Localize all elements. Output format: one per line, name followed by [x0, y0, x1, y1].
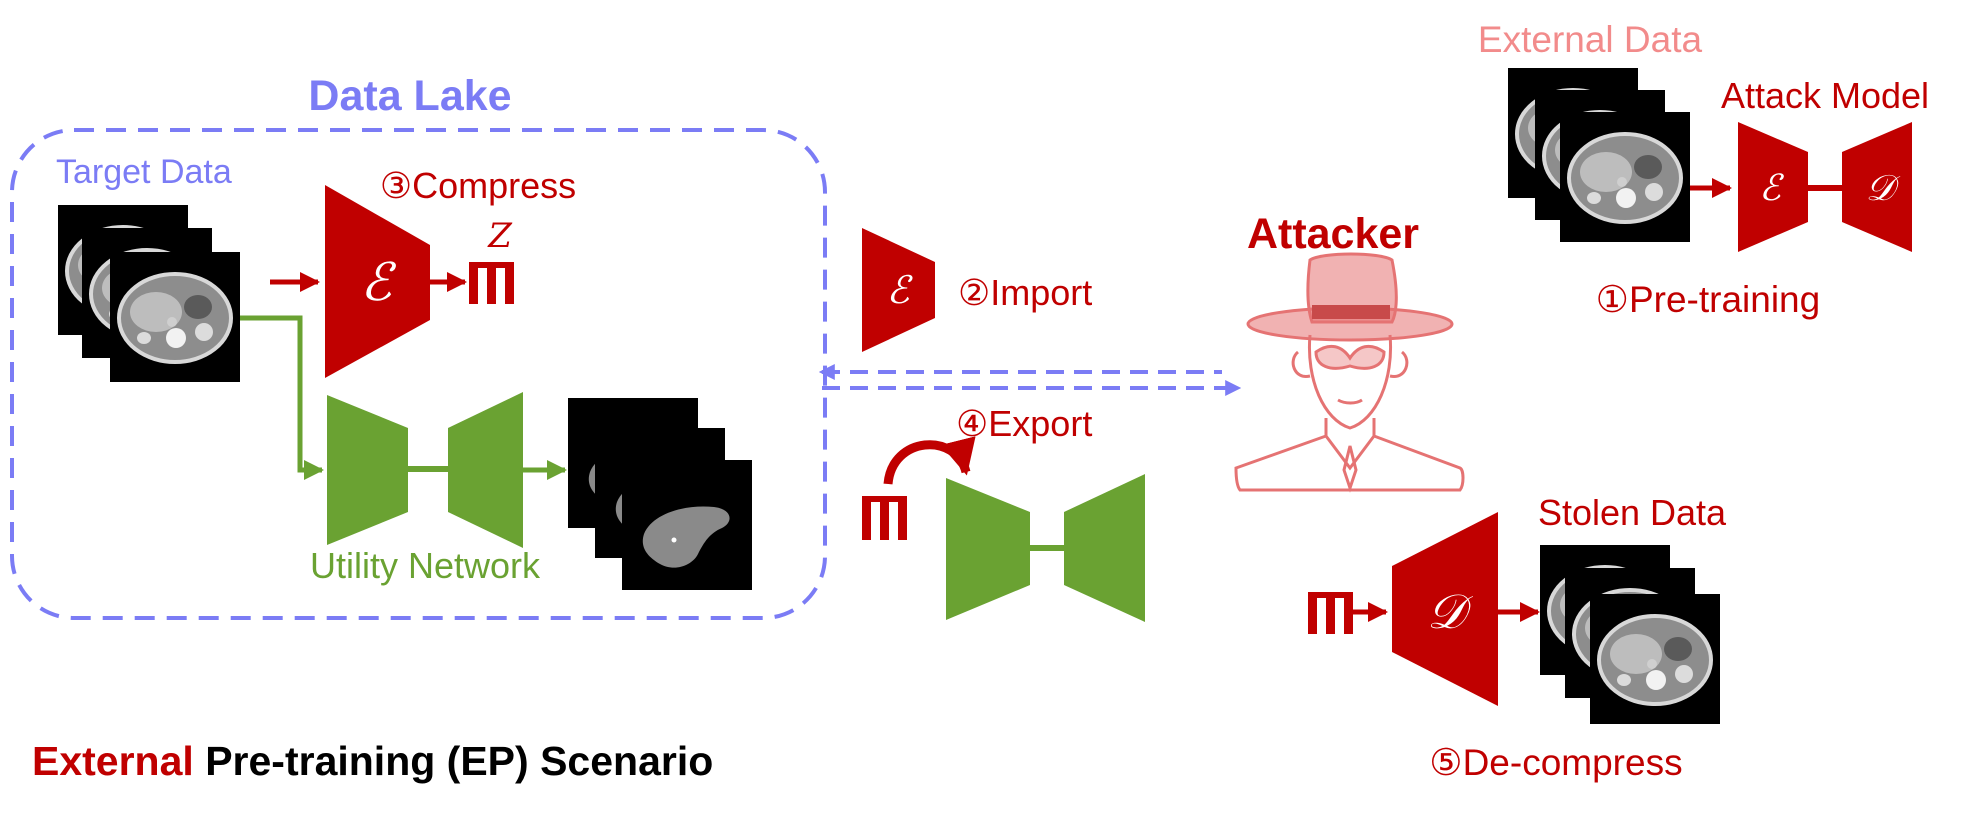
segmentation-output-stack [568, 398, 752, 590]
import-encoder-symbol: ℰ [886, 268, 913, 312]
utility-network-label: Utility Network [310, 545, 541, 586]
stolen-data-stack [1538, 543, 1722, 726]
import-label: ②Import [958, 272, 1092, 313]
external-data-label: External Data [1478, 19, 1703, 60]
compress-encoder-block [325, 185, 430, 378]
ct-scan-slice-icon [108, 250, 242, 384]
target-data-label: Target Data [56, 153, 232, 191]
external-data-stack [1506, 66, 1692, 244]
scenario-title-red: External [32, 738, 194, 784]
liver-mask-icon [622, 460, 752, 590]
export-utility-network-block [946, 474, 1145, 622]
decompress-decoder-block [1392, 512, 1498, 706]
decompress-latent-bars [1308, 592, 1353, 634]
attack-model-block [1738, 122, 1912, 252]
attacker-label: Attacker [1247, 210, 1419, 258]
export-curved-arrow [883, 436, 976, 485]
compress-label: ③Compress [380, 165, 576, 206]
decompress-label: ⑤De-compress [1429, 742, 1682, 783]
ct-scan-slice-icon [1558, 110, 1692, 244]
attack-model-encoder-symbol: ℰ [1759, 168, 1784, 209]
pretraining-label: ①Pre-training [1596, 279, 1820, 320]
latent-z-label: Z [487, 216, 513, 256]
scenario-title-black: Pre-training (EP) Scenario [194, 738, 713, 784]
encoder-symbol: ℰ [360, 253, 396, 313]
scenario-title: External Pre-training (EP) Scenario [32, 738, 713, 784]
ct-scan-slice-icon [1588, 592, 1722, 726]
target-data-stack [56, 203, 242, 384]
export-label: ④Export [956, 403, 1092, 444]
import-encoder-block [862, 228, 935, 352]
latent-code-bars [469, 262, 514, 304]
utility-network-block [327, 392, 523, 548]
export-latent-bars [862, 496, 907, 540]
attack-model-label: Attack Model [1721, 75, 1929, 116]
data-lake-title: Data Lake [308, 72, 511, 120]
arrow-target-to-utility [240, 315, 324, 480]
stolen-data-label: Stolen Data [1538, 492, 1727, 533]
hooded-spy-icon [1234, 252, 1465, 493]
